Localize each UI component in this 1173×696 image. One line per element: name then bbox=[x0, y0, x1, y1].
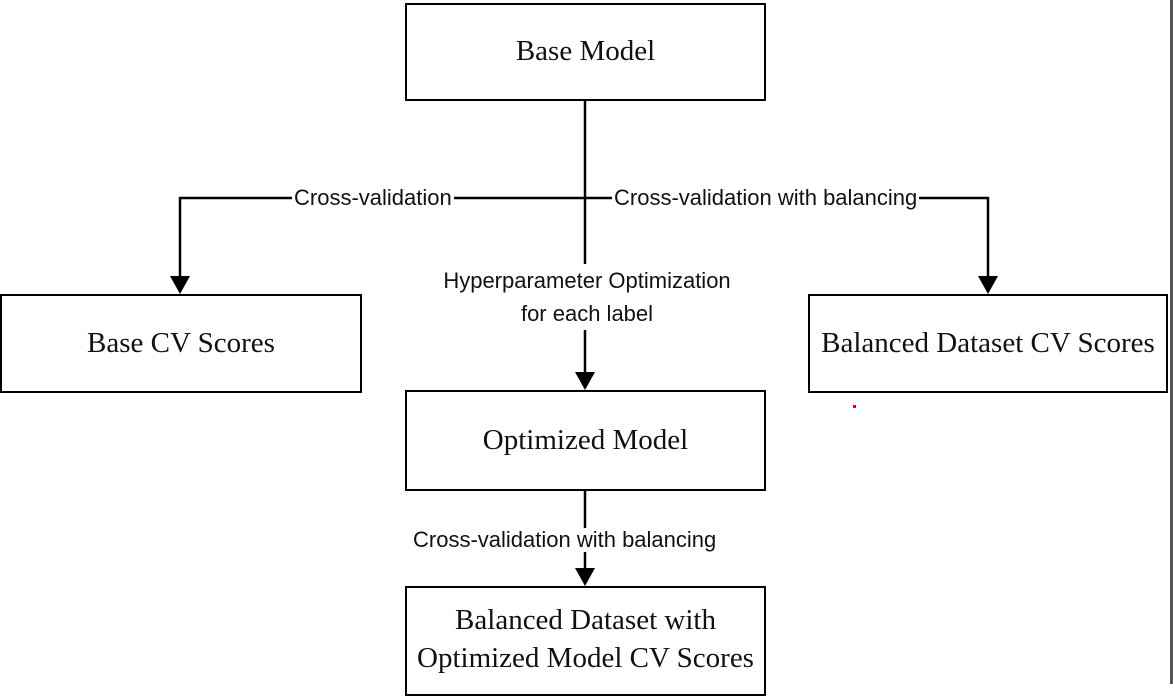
frame-right-edge bbox=[1170, 0, 1173, 684]
arrowhead-optimized-model bbox=[575, 372, 595, 390]
edge-label-cross-validation-with-balancing-right: Cross-validation with balancing bbox=[612, 185, 920, 211]
base-cv-scores-label: Base CV Scores bbox=[87, 326, 275, 359]
arrowhead-balanced-optimized bbox=[575, 568, 595, 586]
edge-label-hyperparameter-optimization: Hyperparameter Optimization for each lab… bbox=[418, 264, 756, 330]
balanced-optimized-cv-scores-line1: Balanced Dataset with bbox=[455, 604, 716, 636]
red-marker-dot bbox=[853, 405, 856, 408]
hyperparameter-line2: for each label bbox=[520, 301, 654, 326]
base-cv-scores-box: Base CV Scores bbox=[0, 294, 362, 393]
balanced-optimized-cv-scores-box: Balanced Dataset with Optimized Model CV… bbox=[405, 586, 766, 696]
hyperparameter-line1: Hyperparameter Optimization bbox=[443, 268, 731, 293]
optimized-model-box: Optimized Model bbox=[405, 390, 766, 491]
balanced-dataset-cv-scores-label: Balanced Dataset CV Scores bbox=[821, 326, 1155, 359]
balanced-optimized-cv-scores-line2: Optimized Model CV Scores bbox=[417, 641, 754, 674]
base-model-label: Base Model bbox=[515, 35, 656, 68]
balanced-dataset-cv-scores-box: Balanced Dataset CV Scores bbox=[808, 294, 1168, 393]
optimized-model-label: Optimized Model bbox=[482, 423, 689, 456]
arrowhead-base-cv bbox=[170, 276, 190, 294]
base-model-box: Base Model bbox=[405, 3, 766, 101]
arrowhead-balanced-cv bbox=[978, 276, 998, 294]
edge-label-cross-validation: Cross-validation bbox=[292, 185, 454, 211]
edge-label-cross-validation-with-balancing-bottom: Cross-validation with balancing bbox=[411, 527, 719, 553]
